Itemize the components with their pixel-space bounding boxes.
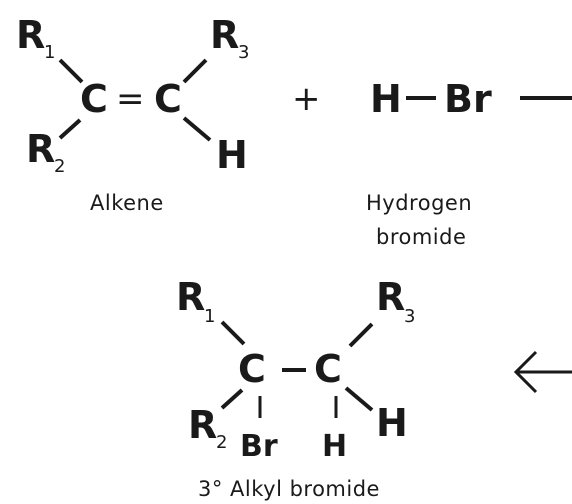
product-r2: R — [188, 403, 217, 447]
alkene-bond-r1 — [58, 58, 84, 84]
hbr-caption-line2: bromide — [376, 225, 466, 249]
plus-sign: + — [292, 79, 321, 119]
product-r1: R — [176, 275, 205, 319]
product-carbon-right: C — [314, 347, 342, 391]
alkene-r3-subscript: 3 — [238, 42, 249, 63]
product-bromine: Br — [240, 429, 278, 464]
back-arrow — [513, 350, 572, 394]
product-carbon-left: C — [238, 347, 266, 391]
hbr-structure: H Br Hydrogen bromide — [366, 77, 492, 249]
product-r3-subscript: 3 — [404, 306, 415, 327]
product-structure: R 1 R 3 C C R 2 Br H H 3° Alkyl bromide — [176, 275, 415, 501]
alkene-bond-r2 — [58, 118, 82, 140]
alkene-hydrogen: H — [216, 133, 248, 177]
product-bond-r3 — [348, 322, 374, 348]
alkene-structure: R 1 R 3 C = C R 2 H Alkene — [16, 13, 249, 215]
product-r2-subscript: 2 — [216, 432, 227, 453]
alkene-r1: R — [16, 13, 45, 57]
product-r1-subscript: 1 — [204, 306, 215, 327]
alkene-bond-h — [182, 116, 212, 142]
alkene-bond-r3 — [182, 58, 208, 84]
product-r3: R — [376, 275, 405, 319]
alkene-carbon-right: C — [154, 77, 182, 121]
product-bond-r2 — [220, 388, 244, 410]
hbr-caption-line1: Hydrogen — [366, 191, 472, 215]
alkene-r2-subscript: 2 — [54, 156, 65, 177]
alkene-carbon-left: C — [80, 77, 108, 121]
alkene-double-bond: = — [116, 79, 145, 119]
product-caption: 3° Alkyl bromide — [198, 477, 380, 501]
product-hydrogen-below: H — [322, 429, 347, 464]
product-bond-r1 — [220, 320, 246, 346]
alkene-r2: R — [26, 127, 55, 171]
hbr-bromine: Br — [444, 77, 492, 121]
product-hydrogen-right: H — [376, 401, 408, 445]
product-bond-h-right — [344, 386, 374, 412]
alkene-r1-subscript: 1 — [44, 42, 55, 63]
alkene-caption: Alkene — [90, 191, 164, 215]
hbr-hydrogen: H — [370, 77, 402, 121]
alkene-r3: R — [210, 13, 239, 57]
